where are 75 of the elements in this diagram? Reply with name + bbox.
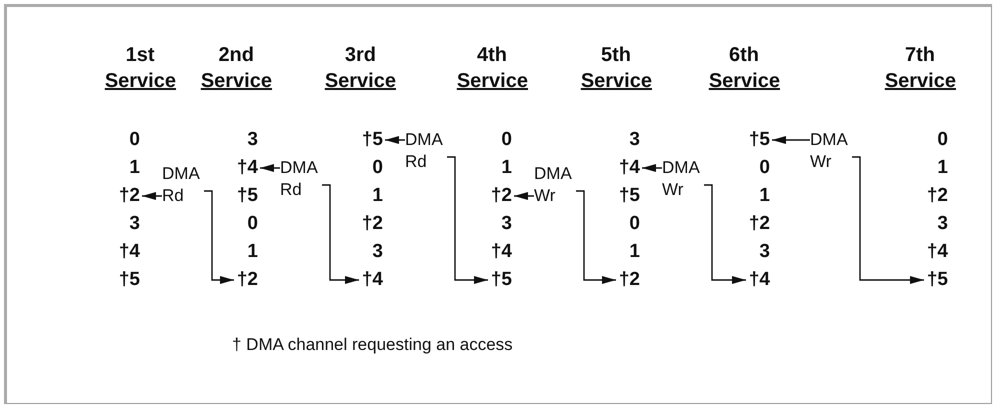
sequence-number: 1 xyxy=(629,239,640,265)
sequence-number: †5 xyxy=(748,127,770,153)
ordinal-heading: 1st xyxy=(126,43,155,68)
ordinal-heading: 6th xyxy=(729,43,759,68)
dma-request-label: DMA Wr xyxy=(662,157,704,201)
sequence-number: †2 xyxy=(618,267,640,293)
arrow xyxy=(576,190,616,284)
column-heading: Service xyxy=(708,69,780,94)
sequence-number: †4 xyxy=(361,267,383,293)
sequence-number: 3 xyxy=(629,127,640,153)
sequence-number: †5 xyxy=(490,267,512,293)
sequence-number: †2 xyxy=(748,211,770,237)
sequence-number: 3 xyxy=(372,239,383,265)
sequence-number: 0 xyxy=(372,155,383,181)
sequence-number: †5 xyxy=(118,267,140,293)
arrow xyxy=(772,136,810,144)
sequence-number: †5 xyxy=(926,267,948,293)
sequence-number: 3 xyxy=(937,211,948,237)
ordinal-heading: 3rd xyxy=(344,43,376,68)
sequence-number: †5 xyxy=(236,183,258,209)
sequence-number: 1 xyxy=(247,239,258,265)
sequence-number: †4 xyxy=(748,267,770,293)
sequence-number: †2 xyxy=(926,183,948,209)
sequence-number: 0 xyxy=(629,211,640,237)
sequence-number: 3 xyxy=(759,239,770,265)
sequence-number: 3 xyxy=(501,211,512,237)
sequence-number: †4 xyxy=(618,155,640,181)
sequence-number: 3 xyxy=(129,211,140,237)
sequence-number: 1 xyxy=(759,183,770,209)
arrow xyxy=(852,156,924,284)
ordinal-heading: 4th xyxy=(477,43,507,68)
ordinal-heading: 5th xyxy=(601,43,631,68)
sequence-number: †4 xyxy=(926,239,948,265)
arrow xyxy=(260,164,280,172)
ordinal-heading: 7th xyxy=(905,43,935,68)
sequence-number: 3 xyxy=(247,127,258,153)
sequence-number: 0 xyxy=(937,127,948,153)
sequence-number: †4 xyxy=(236,155,258,181)
arrow xyxy=(322,184,359,284)
sequence-number: 0 xyxy=(129,127,140,153)
sequence-number: †2 xyxy=(236,267,258,293)
column-heading: Service xyxy=(324,69,396,94)
arrow xyxy=(642,164,662,172)
arrow xyxy=(385,136,405,144)
sequence-number: 0 xyxy=(759,155,770,181)
arrow xyxy=(142,192,162,200)
sequence-number: †4 xyxy=(118,239,140,265)
sequence-number: 1 xyxy=(129,155,140,181)
sequence-number: †4 xyxy=(490,239,512,265)
sequence-number: 1 xyxy=(937,155,948,181)
column-heading: Service xyxy=(580,69,652,94)
arrow xyxy=(514,192,534,200)
sequence-number: †2 xyxy=(361,211,383,237)
column-heading: Service xyxy=(884,69,956,94)
sequence-number: †2 xyxy=(118,183,140,209)
sequence-number: 0 xyxy=(247,211,258,237)
column-heading: Service xyxy=(456,69,528,94)
column-heading: Service xyxy=(104,69,176,94)
sequence-number: 0 xyxy=(501,127,512,153)
arrow xyxy=(704,184,746,284)
arrow xyxy=(204,190,234,284)
dma-request-label: DMA Wr xyxy=(810,129,852,173)
sequence-number: †5 xyxy=(361,127,383,153)
sequence-number: 1 xyxy=(372,183,383,209)
dma-request-label: DMA Wr xyxy=(534,163,576,207)
dma-request-label: DMA Rd xyxy=(162,163,204,207)
sequence-number: †2 xyxy=(490,183,512,209)
dma-request-label: DMA Rd xyxy=(280,157,322,201)
ordinal-heading: 2nd xyxy=(218,43,254,68)
sequence-number: †5 xyxy=(618,183,640,209)
arrow xyxy=(447,156,488,284)
column-heading: Service xyxy=(200,69,272,94)
dma-request-label: DMA Rd xyxy=(405,129,447,173)
sequence-number: 1 xyxy=(501,155,512,181)
footnote: † DMA channel requesting an access xyxy=(232,335,513,355)
